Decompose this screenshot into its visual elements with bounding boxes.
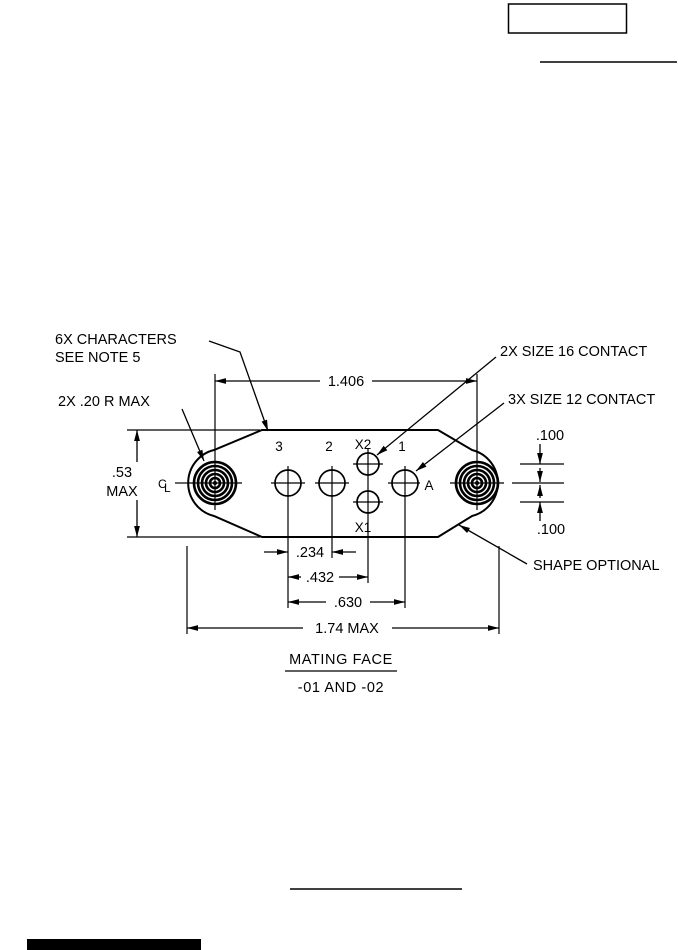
connector-outline <box>187 429 499 538</box>
dim-pitch-small: .234 <box>296 545 324 561</box>
note-corner-radius: 2X .20 R MAX <box>58 394 150 410</box>
cavity-label-x2: X2 <box>355 437 372 452</box>
cavity-label-x1: X1 <box>355 520 372 535</box>
cavity-label-3: 3 <box>275 439 283 454</box>
note-size12: 3X SIZE 12 CONTACT <box>508 392 655 408</box>
note-characters-line2: SEE NOTE 5 <box>55 350 140 366</box>
view-title: MATING FACE <box>289 652 393 668</box>
leader-shape-optional <box>458 524 528 565</box>
leader-characters <box>208 340 269 432</box>
page-furniture <box>27 3 677 950</box>
dimensions: 1.406 .53 MAX .100 .100 .234 .432 .630 1… <box>106 374 565 637</box>
centerline-c: C <box>158 477 167 491</box>
cavity-label-2: 2 <box>325 439 333 454</box>
dim-overall-width: 1.74 MAX <box>315 621 379 637</box>
dim-pitch-mid: .432 <box>306 570 334 586</box>
form-field-box <box>507 3 628 34</box>
cavity-label-a: A <box>424 478 433 493</box>
note-size16: 2X SIZE 16 CONTACT <box>500 344 647 360</box>
centerline-symbol: C L <box>158 477 188 495</box>
dim-lower-offset: .100 <box>537 522 565 538</box>
dim-height-value: .53 <box>112 465 132 481</box>
leader-corner-radius <box>181 408 205 462</box>
cavity-label-1: 1 <box>398 439 406 454</box>
redaction-bar <box>27 939 201 950</box>
dim-upper-offset: .100 <box>536 428 564 444</box>
centerline-l: L <box>164 481 171 495</box>
note-shape-optional: SHAPE OPTIONAL <box>533 558 660 574</box>
leader-size16 <box>376 356 497 456</box>
note-characters-line1: 6X CHARACTERS <box>55 332 177 348</box>
caption: MATING FACE -01 AND -02 <box>285 652 397 696</box>
dim-pitch-large: .630 <box>334 595 362 611</box>
dash-numbers: -01 AND -02 <box>298 680 384 696</box>
contact-holes <box>271 452 420 514</box>
leader-size12 <box>415 402 505 472</box>
dim-mount-spacing: 1.406 <box>328 374 364 390</box>
connector-body: 3 2 X2 1 X1 A C L <box>158 429 504 538</box>
extension-lines <box>127 374 564 634</box>
dim-height-qualifier: MAX <box>106 484 138 500</box>
notes: 6X CHARACTERS SEE NOTE 5 2X .20 R MAX 2X… <box>55 332 660 574</box>
